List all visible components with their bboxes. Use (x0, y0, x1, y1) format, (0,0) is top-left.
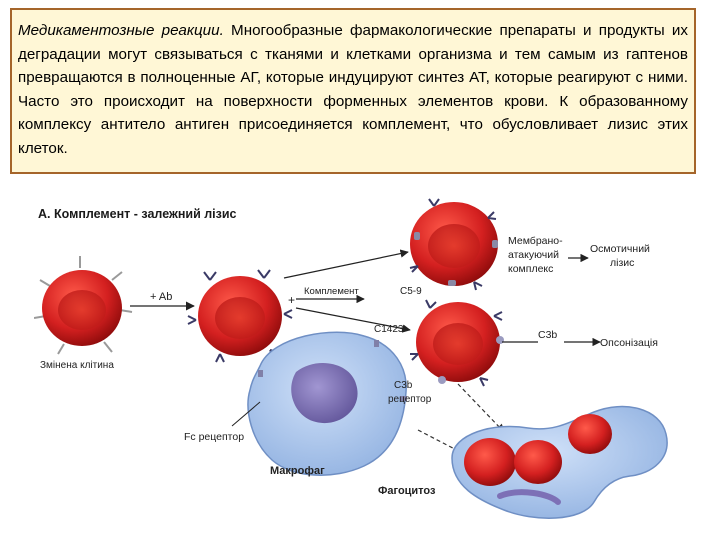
mac-label-1: Мембрано- (508, 235, 563, 247)
c3b-label: C3b (538, 329, 557, 341)
plus-ab-label: + Ab (150, 291, 172, 303)
diagram-title: А. Комплемент - залежний лізис (38, 207, 237, 221)
paragraph-lead: Медикаментозные реакции. (18, 22, 224, 39)
paragraph-body: Многообразные фармакологические препарат… (18, 22, 688, 157)
c3b-receptor-label-2: рецептор (388, 394, 432, 405)
mac-label-2: атакуючий (508, 249, 559, 261)
mac-antibodies (409, 198, 497, 291)
mac-pores (414, 232, 498, 286)
complement-lysis-figure: А. Комплемент - залежний лізис Змінена к… (34, 196, 678, 522)
c3b-receptor-label-1: C3b (394, 380, 413, 391)
c59-label: C5-9 (400, 286, 422, 297)
to-phagocytosis-arrow (457, 383, 505, 433)
phagocyte-cell (451, 405, 668, 519)
opsonized-antibodies (410, 299, 503, 387)
diagram-svg: А. Комплемент - залежний лізис Змінена к… (34, 198, 668, 519)
macrophage-label: Макрофаг (270, 465, 325, 477)
plus-sign: + (288, 293, 295, 307)
mac-red-cell (410, 202, 498, 286)
to-opsonization-arrow (295, 307, 411, 333)
description-paragraph: Медикаментозные реакции. Многообразные ф… (18, 19, 688, 161)
c1423-label: C1423 (374, 324, 404, 335)
opsonization-label: Опсонізація (600, 337, 658, 349)
altered-red-cell (34, 256, 133, 355)
complement-label: Комплемент (304, 286, 359, 297)
macrophage-receptors (258, 340, 407, 401)
mac-label-3: комплекс (508, 263, 553, 275)
fc-receptor-label: Fc рецептор (184, 431, 244, 443)
antibody-coated-red-cell (198, 276, 282, 356)
phagocytosis-label: Фагоцитоз (378, 485, 436, 497)
text-panel: Медикаментозные реакции. Многообразные ф… (10, 8, 696, 174)
fc-receptor-leader (231, 401, 261, 427)
osmotic-label-2: лізис (610, 257, 634, 269)
opsonized-red-cell (416, 302, 500, 382)
osmotic-label-1: Осмотичний (590, 243, 650, 255)
altered-cell-label: Змінена клітина (40, 360, 114, 371)
to-lysis-arrow (283, 249, 409, 279)
macrophage-cell (247, 331, 407, 476)
